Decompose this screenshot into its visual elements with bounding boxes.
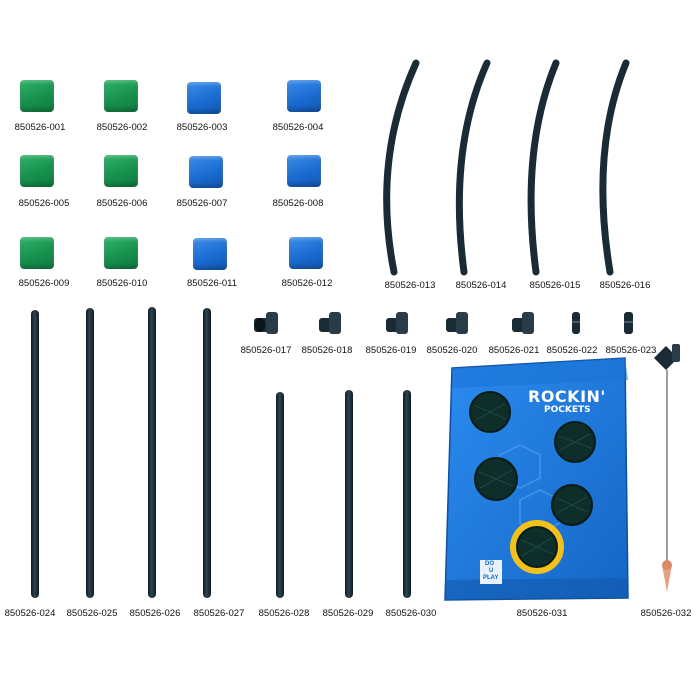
connector-icon: [319, 312, 341, 334]
part-label-031: 850526-031: [516, 608, 568, 619]
bean-bag-icon: [20, 80, 54, 112]
connector-icon: [624, 312, 633, 334]
bean-bag-icon: [187, 82, 221, 114]
part-label-020: 850526-020: [426, 345, 478, 356]
brand-title-line2: POCKETS: [544, 405, 591, 415]
straight-pole-icon: [276, 392, 284, 598]
part-label-024: 850526-024: [4, 608, 56, 619]
part-label-013: 850526-013: [384, 280, 436, 291]
badge-line1: DO: [485, 561, 494, 567]
part-label-011: 850526-011: [186, 278, 238, 289]
badge-line3: PLAY: [483, 575, 499, 581]
bean-bag-icon: [193, 238, 227, 270]
connector-icon: [512, 312, 534, 334]
bean-bag-icon: [287, 155, 321, 187]
part-label-028: 850526-028: [258, 608, 310, 619]
straight-pole-icon: [86, 308, 94, 598]
bean-bag-icon: [104, 155, 138, 187]
part-label-032: 850526-032: [640, 608, 692, 619]
connector-icon: [386, 312, 408, 334]
part-label-027: 850526-027: [193, 608, 245, 619]
part-label-014: 850526-014: [455, 280, 507, 291]
part-label-023: 850526-023: [605, 345, 657, 356]
part-label-012: 850526-012: [281, 278, 333, 289]
bean-bag-icon: [104, 237, 138, 269]
curved-tube-icon: [455, 59, 491, 276]
straight-pole-icon: [31, 310, 39, 598]
bean-bag-icon: [20, 237, 54, 269]
part-label-019: 850526-019: [365, 345, 417, 356]
part-label-029: 850526-029: [322, 608, 374, 619]
part-label-016: 850526-016: [599, 280, 651, 291]
part-label-007: 850526-007: [176, 198, 228, 209]
part-label-009: 850526-009: [18, 278, 70, 289]
part-label-001: 850526-001: [14, 122, 66, 133]
part-label-022: 850526-022: [546, 345, 598, 356]
straight-pole-icon: [345, 390, 353, 598]
bean-bag-icon: [104, 80, 138, 112]
brand-title-line1: ROCKIN': [528, 387, 606, 406]
connector-icon: [254, 312, 278, 334]
connector-icon: [446, 312, 468, 334]
bean-bag-icon: [189, 156, 223, 188]
part-label-008: 850526-008: [272, 198, 324, 209]
part-label-002: 850526-002: [96, 122, 148, 133]
part-label-006: 850526-006: [96, 198, 148, 209]
bean-bag-icon: [20, 155, 54, 187]
part-label-015: 850526-015: [529, 280, 581, 291]
connector-icon: [572, 312, 580, 334]
part-label-026: 850526-026: [129, 608, 181, 619]
straight-pole-icon: [148, 307, 156, 598]
curved-tube-icon: [527, 59, 560, 276]
part-label-025: 850526-025: [66, 608, 118, 619]
curved-tube-icon: [599, 59, 630, 276]
curved-tube-icon: [383, 59, 420, 276]
part-label-005: 850526-005: [18, 198, 70, 209]
part-label-010: 850526-010: [96, 278, 148, 289]
straight-pole-icon: [403, 390, 411, 598]
bean-bag-icon: [287, 80, 321, 112]
badge-line2: U: [489, 568, 494, 574]
part-label-018: 850526-018: [301, 345, 353, 356]
part-label-017: 850526-017: [240, 345, 292, 356]
part-label-030: 850526-030: [385, 608, 437, 619]
part-label-021: 850526-021: [488, 345, 540, 356]
straight-pole-icon: [203, 308, 211, 598]
part-label-003: 850526-003: [176, 122, 228, 133]
bean-bag-icon: [289, 237, 323, 269]
part-label-004: 850526-004: [272, 122, 324, 133]
